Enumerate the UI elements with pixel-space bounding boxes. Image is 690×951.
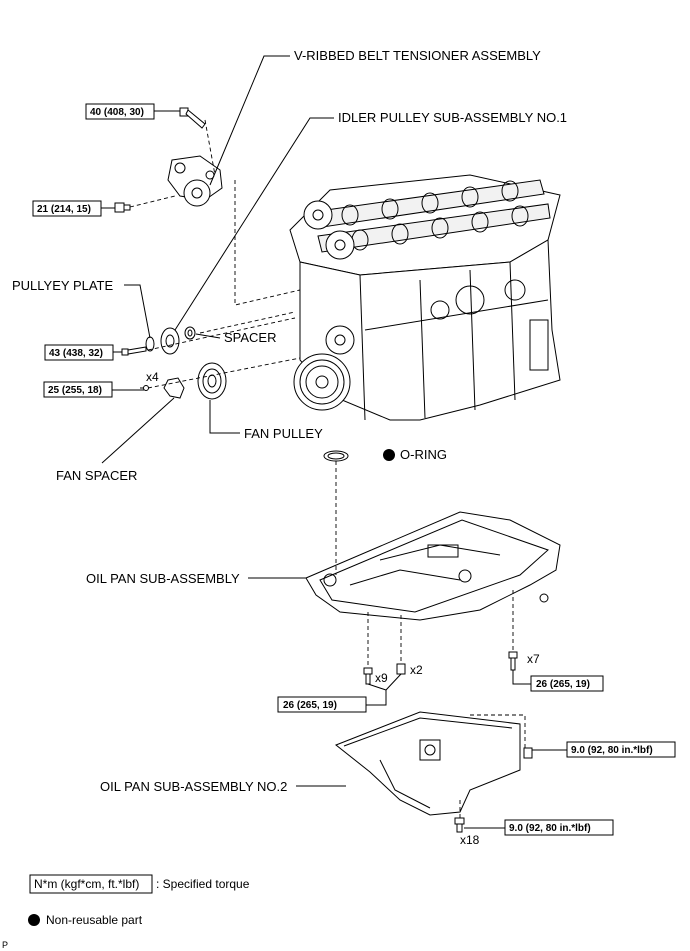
legend: N*m (kgf*cm, ft.*lbf) : Specified torque… bbox=[28, 874, 250, 927]
torque-26b: 26 (265, 19) bbox=[536, 679, 590, 690]
fan-pulley-label: FAN PULLEY bbox=[244, 426, 323, 441]
torque-25: 25 (255, 18) bbox=[48, 385, 102, 396]
torque-21: 21 (214, 15) bbox=[37, 204, 91, 215]
belt-tensioner bbox=[167, 155, 223, 207]
oil-pan-no2 bbox=[335, 711, 533, 816]
torque-9b: 9.0 (92, 80 in.*lbf) bbox=[509, 823, 591, 834]
fan-spacer-label: FAN SPACER bbox=[56, 468, 137, 483]
non-reusable-dot bbox=[383, 449, 395, 461]
bolt-40 bbox=[179, 107, 206, 129]
count-x18: x18 bbox=[460, 833, 480, 847]
bolt-x9 bbox=[363, 667, 373, 685]
bolt-43 bbox=[121, 346, 147, 356]
legend-nonreusable-text: Non-reusable part bbox=[46, 913, 143, 927]
oil-pan bbox=[305, 511, 561, 621]
fan-pulley bbox=[197, 362, 227, 400]
torque-26a: 26 (265, 19) bbox=[283, 700, 337, 711]
torque-box-43: 43 (438, 32) bbox=[44, 344, 114, 361]
count-x2: x2 bbox=[410, 663, 423, 677]
bolt-x7 bbox=[508, 651, 518, 671]
torque-box-25: 25 (255, 18) bbox=[43, 381, 113, 398]
corner-code: P bbox=[2, 940, 8, 950]
engine-block bbox=[289, 174, 561, 421]
torque-box-40: 40 (408, 30) bbox=[85, 103, 155, 120]
count-x9: x9 bbox=[375, 671, 388, 685]
spacer-label: SPACER bbox=[224, 330, 277, 345]
torque-box-26b: 26 (265, 19) bbox=[530, 675, 604, 692]
o-ring bbox=[323, 450, 349, 462]
pulley-plate-label: PULLYEY PLATE bbox=[12, 278, 113, 293]
oil-pan-label: OIL PAN SUB-ASSEMBLY bbox=[86, 571, 240, 586]
leader-lines bbox=[101, 55, 567, 829]
fan-spacer bbox=[143, 377, 185, 399]
bolt-x18 bbox=[454, 817, 465, 833]
torque-box-21: 21 (214, 15) bbox=[32, 200, 102, 217]
count-x7: x7 bbox=[527, 652, 540, 666]
bolt-x2 bbox=[396, 663, 406, 675]
legend-torque-box: N*m (kgf*cm, ft.*lbf) bbox=[34, 877, 139, 891]
idler-label: IDLER PULLEY SUB-ASSEMBLY NO.1 bbox=[338, 110, 567, 125]
o-ring-label: O-RING bbox=[400, 447, 447, 462]
torque-box-26a: 26 (265, 19) bbox=[277, 696, 367, 713]
bolt-21 bbox=[114, 202, 131, 213]
oil-pan-no2-label: OIL PAN SUB-ASSEMBLY NO.2 bbox=[100, 779, 287, 794]
torque-box-9b: 9.0 (92, 80 in.*lbf) bbox=[504, 819, 614, 836]
legend-torque-text: : Specified torque bbox=[156, 877, 250, 891]
idler-pulley bbox=[145, 326, 196, 355]
tensioner-label: V-RIBBED BELT TENSIONER ASSEMBLY bbox=[294, 48, 541, 63]
torque-box-9a: 9.0 (92, 80 in.*lbf) bbox=[566, 741, 676, 758]
torque-9a: 9.0 (92, 80 in.*lbf) bbox=[571, 745, 653, 756]
torque-43: 43 (438, 32) bbox=[49, 348, 103, 359]
count-x4: x4 bbox=[146, 370, 159, 384]
torque-40: 40 (408, 30) bbox=[90, 107, 144, 118]
legend-dot-icon bbox=[28, 914, 40, 926]
